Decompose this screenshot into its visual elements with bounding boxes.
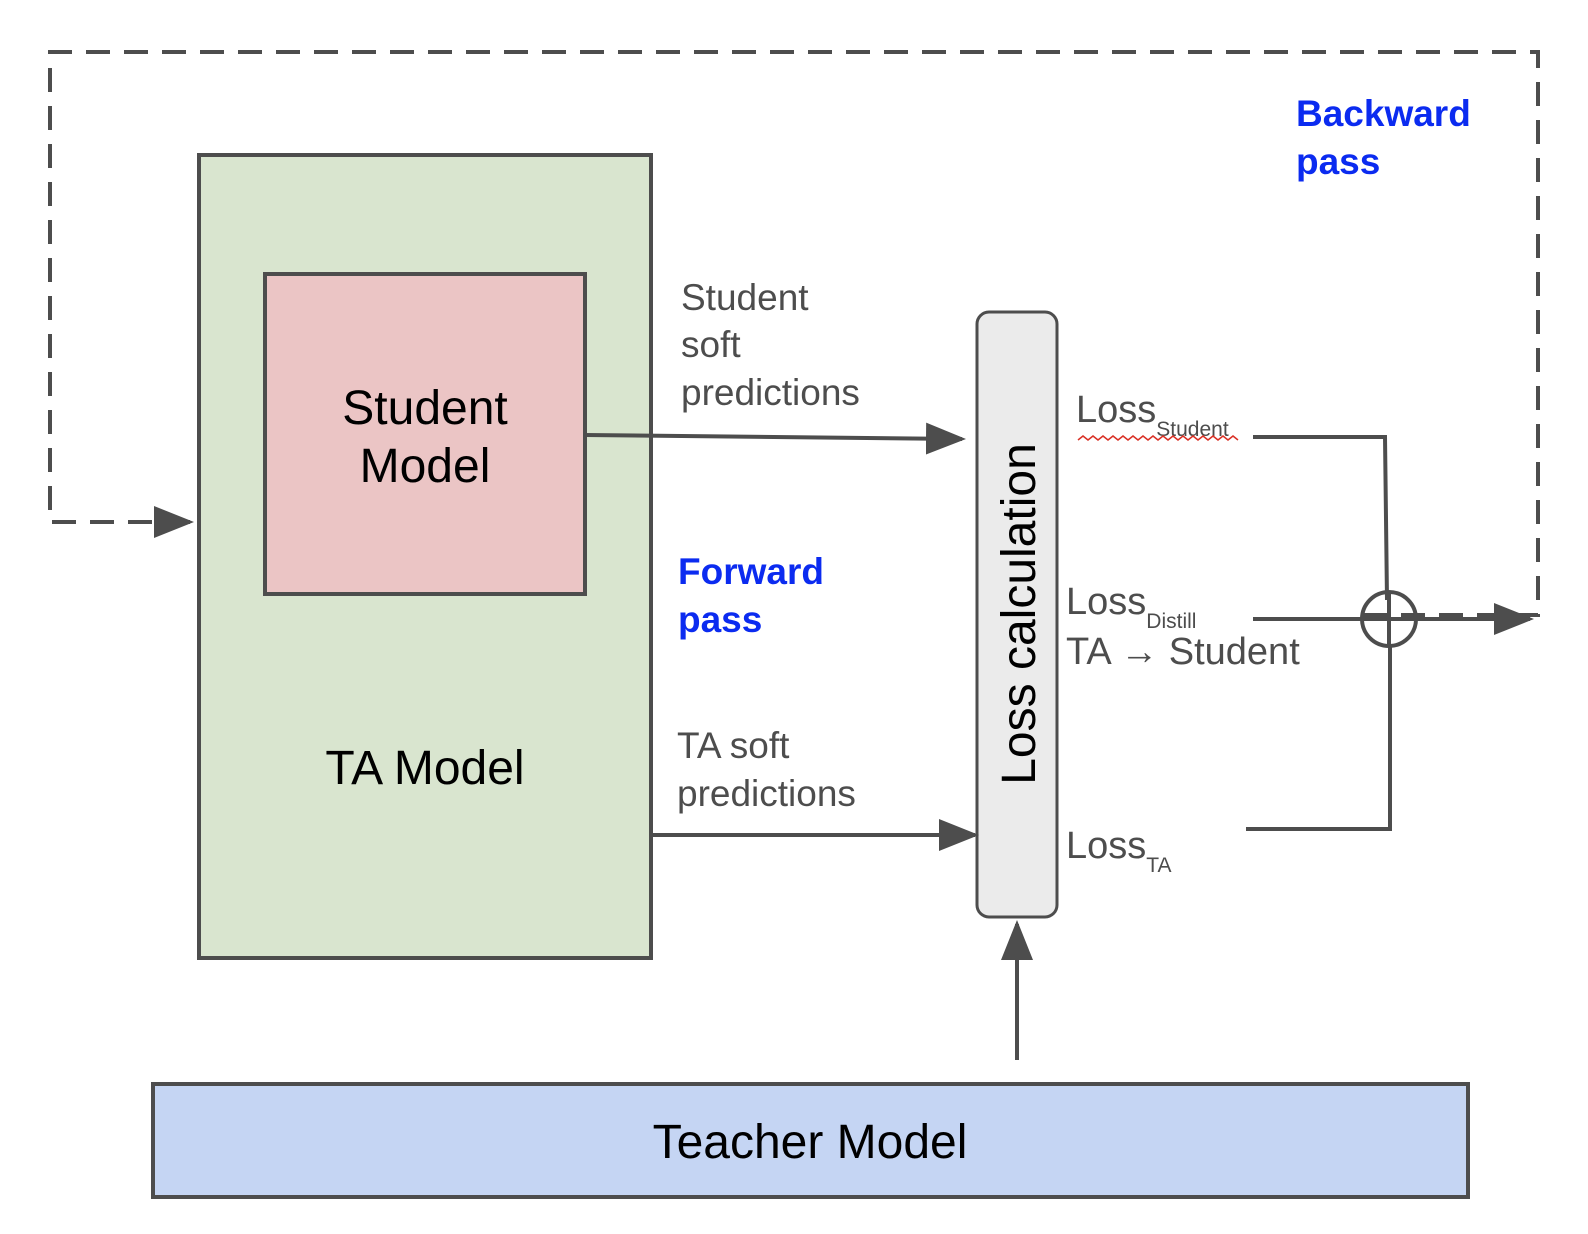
student-model-label-line2: Model bbox=[360, 440, 491, 493]
loss-ta-label: LossTA bbox=[1066, 825, 1172, 877]
loss-student-line bbox=[1253, 435, 1389, 601]
backward-pass-label-line2: pass bbox=[1296, 141, 1380, 182]
loss-ta-line bbox=[1246, 646, 1392, 831]
student-soft-predictions-line1: Student bbox=[681, 277, 809, 318]
backward-pass-dashed-loop bbox=[48, 50, 1540, 617]
loss-student-label: LossStudent bbox=[1076, 389, 1229, 441]
circle-plus-icon bbox=[1360, 590, 1418, 648]
student-model-label-line1: Student bbox=[342, 382, 507, 435]
backward-pass-label-line1: Backward bbox=[1296, 93, 1471, 134]
loss-calculation-box bbox=[975, 310, 1059, 919]
forward-pass-label-line2: pass bbox=[678, 599, 762, 640]
teacher-model-label: Teacher Model bbox=[653, 1116, 968, 1169]
spellcheck-underline bbox=[1077, 435, 1239, 441]
loss-calculation-label: Loss calculation bbox=[993, 443, 1046, 785]
student-to-loss-arrow bbox=[584, 422, 966, 455]
student-model-box bbox=[263, 272, 587, 596]
loss-distill-label: LossDistill bbox=[1066, 581, 1196, 633]
forward-pass-label-line1: Forward bbox=[678, 551, 824, 592]
ta-soft-predictions-line2: predictions bbox=[677, 773, 856, 814]
loss-distill-direction: TA → Student bbox=[1066, 631, 1300, 673]
student-soft-predictions-line3: predictions bbox=[681, 372, 860, 413]
student-soft-predictions-line2: soft bbox=[681, 324, 741, 365]
ta-soft-predictions-line1: TA soft bbox=[677, 725, 790, 766]
ta-model-label: TA Model bbox=[325, 742, 524, 795]
teacher-model-box bbox=[151, 1082, 1470, 1199]
